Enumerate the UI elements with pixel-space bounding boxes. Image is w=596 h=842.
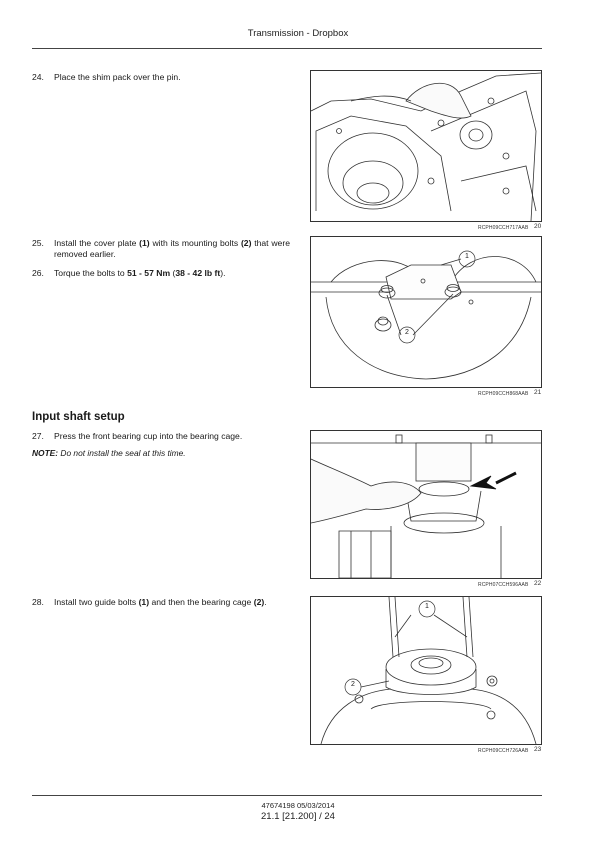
step-text: Press the front bearing cup into the bea… [54,431,243,441]
callout-ref: (1) [139,238,150,248]
step-text: Install two guide bolts [54,597,139,607]
step-25: 25. Install the cover plate (1) with its… [32,238,290,260]
step-text: ). [220,268,226,278]
figure-illustration [310,430,542,579]
step-number: 28. [32,597,44,607]
footer-rule [32,795,542,796]
figure-illustration: 1 2 [310,596,542,745]
callout-ref: (2) [253,597,265,607]
step-text: that were removed earlier. [54,238,290,259]
figure-number: 21 [534,389,542,396]
figure-number: 22 [534,580,542,587]
step-27: 27. Press the front bearing cup into the… [32,431,290,442]
page-header-title: Transmission - Dropbox [247,28,349,39]
step-text: Install the cover plate [54,238,140,248]
step-number: 24. [32,72,44,82]
step-text: with its mounting bolts [149,238,241,248]
step-text: Torque the bolts to [54,268,128,278]
step-text: ( [170,268,176,278]
step-number: 25. [32,238,44,248]
callout-ref: (2) [240,238,252,248]
callout-2: 2 [351,681,355,688]
step-number: 26. [32,268,44,278]
section-title: Input shaft setup [32,411,125,423]
footer-doc-id: 47674198 05/03/2014 [261,801,335,810]
header-rule [32,48,542,49]
note: NOTE: Do not install the seal at this ti… [32,448,186,458]
callout-1: 1 [425,603,429,610]
callout-ref: (1) [138,597,150,607]
figure-code: RCPH09CCH717AAB [478,225,529,231]
figure-number: 23 [534,746,542,753]
step-26: 26. Torque the bolts to 51 - 57 Nm (38 -… [32,268,290,279]
figure-illustration: 1 2 [310,236,542,388]
note-label: NOTE: [32,448,59,458]
figure-illustration [310,70,542,222]
figure-number: 20 [534,223,542,230]
figure-code: RCPH09CCH726AAB [478,748,529,754]
footer-page-number: 21.1 [21.200] / 24 [261,811,335,822]
figure-code: RCPH09CCH868AAB [478,391,529,397]
callout-1: 1 [465,253,469,260]
step-28: 28. Install two guide bolts (1) and then… [32,597,290,608]
step-text: and then the bearing cage [149,597,254,607]
step-text: Place the shim pack over the pin. [54,72,181,82]
torque-value-metric: 51 - 57 Nm [127,268,171,278]
step-text: . [264,597,267,607]
torque-value-imperial: 38 - 42 lb ft [175,268,221,278]
step-number: 27. [32,431,44,441]
step-24: 24. Place the shim pack over the pin. [32,72,290,83]
note-text: Do not install the seal at this time. [58,448,186,458]
callout-2: 2 [405,329,409,336]
figure-code: RCPH07CCH596AAB [478,582,529,588]
